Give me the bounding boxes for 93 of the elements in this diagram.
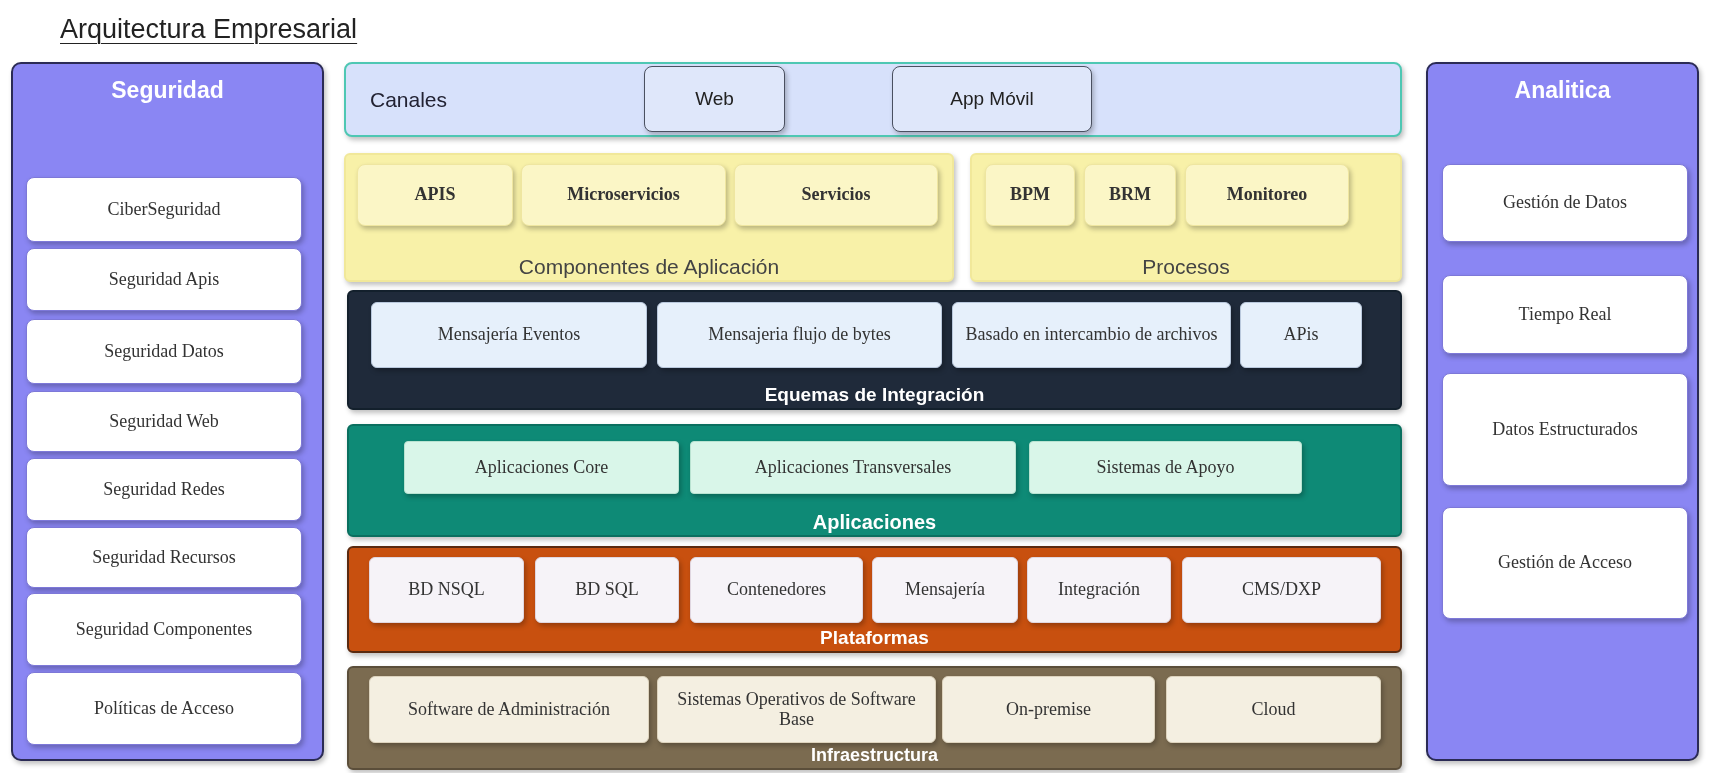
security-item-box (26, 458, 302, 521)
item-label: Aplicaciones Transversales (754, 457, 952, 478)
section-heading: Seguridad (111, 78, 224, 104)
components-band (344, 153, 954, 282)
item-label: Gestión de Datos (1503, 193, 1627, 213)
processes-band (970, 153, 1402, 282)
item-label: Gestión de Acceso (1498, 553, 1632, 573)
process-box (1084, 164, 1176, 226)
item-label: APIS (414, 185, 456, 205)
item-label: CiberSeguridad (107, 199, 221, 220)
section-heading: Aplicaciones (812, 511, 937, 533)
item-label: Seguridad Apis (108, 269, 220, 290)
section-heading: Analitica (1514, 78, 1611, 104)
application-box (1029, 441, 1302, 494)
platform-box (1182, 557, 1381, 623)
integration-band (347, 290, 1402, 410)
security-item-box (26, 319, 302, 384)
platform-box (690, 557, 863, 623)
item-label: Mensajeria flujo de bytes (708, 325, 891, 345)
application-box (690, 441, 1016, 494)
section-heading: Plataformas (820, 628, 929, 649)
platforms-band (347, 546, 1402, 653)
platform-box (1027, 557, 1171, 623)
item-label: Seguridad Componentes (75, 619, 253, 640)
application-box (404, 441, 679, 494)
item-label: Basado en intercambio de archivos (965, 325, 1218, 345)
section-heading: Infraestructura (810, 746, 938, 766)
security-item-box (26, 527, 302, 588)
item-label: Contenedores (727, 580, 826, 600)
item-label: Políticas de Acceso (94, 698, 234, 719)
item-label: Tiempo Real (1518, 304, 1612, 325)
security-item-box (26, 391, 302, 452)
item-label: Mensajería Eventos (437, 325, 581, 345)
analytics-item-box (1442, 275, 1688, 354)
analytics-item-box (1442, 373, 1688, 486)
analytics-panel (1426, 62, 1699, 761)
item-label: Seguridad Web (109, 411, 219, 432)
item-label: BPM (1010, 185, 1050, 205)
infrastructure-box (942, 676, 1155, 743)
integration-box (952, 302, 1231, 368)
integration-box (1240, 302, 1362, 368)
item-label: APis (1283, 325, 1319, 345)
item-label: App Móvil (950, 88, 1034, 110)
item-label: Monitoreo (1226, 185, 1308, 205)
security-panel (11, 62, 324, 761)
item-label: Seguridad Recursos (92, 547, 236, 568)
section-heading: Componentes de Aplicación (518, 254, 780, 278)
item-label: Sistemas Operativos de Software Base (676, 689, 917, 730)
section-heading: Canales (370, 87, 448, 112)
platform-box (535, 557, 679, 623)
item-label: BD NSQL (408, 580, 485, 600)
channel-box (644, 66, 785, 132)
component-box (357, 164, 513, 226)
item-label: Datos Estructurados (1492, 419, 1638, 440)
item-label: BD SQL (575, 580, 639, 600)
item-label: CMS/DXP (1242, 580, 1321, 600)
infrastructure-box (657, 676, 936, 743)
integration-box (371, 302, 647, 368)
channel-box (892, 66, 1092, 132)
channels-band (344, 62, 1402, 137)
component-box (734, 164, 938, 226)
process-box (1185, 164, 1349, 226)
process-box (985, 164, 1075, 226)
item-label: Seguridad Redes (103, 479, 225, 500)
security-item-box (26, 672, 302, 745)
item-label: Software de Administración (408, 699, 610, 720)
item-label: Sistemas de Apoyo (1096, 457, 1235, 478)
security-item-box (26, 593, 302, 666)
integration-box (657, 302, 942, 368)
platform-box (872, 557, 1018, 623)
item-label: Web (695, 88, 734, 110)
item-label: Cloud (1251, 699, 1296, 720)
platform-box (369, 557, 524, 623)
security-item-box (26, 177, 302, 242)
item-label: Mensajería (905, 580, 985, 600)
item-label: Servicios (801, 185, 871, 205)
item-label: Microservicios (567, 185, 680, 205)
applications-band (347, 424, 1402, 537)
item-label: BRM (1109, 185, 1151, 205)
infrastructure-band (347, 666, 1402, 770)
item-label: Aplicaciones Core (474, 457, 609, 478)
analytics-item-box (1442, 164, 1688, 242)
section-heading: Equemas de Integración (764, 385, 985, 406)
item-label: Integración (1058, 580, 1140, 600)
section-heading: Procesos (1142, 254, 1230, 278)
analytics-item-box (1442, 507, 1688, 619)
infrastructure-box (1166, 676, 1381, 743)
infrastructure-box (369, 676, 649, 743)
component-box (521, 164, 726, 226)
security-item-box (26, 248, 302, 311)
diagram-title: Arquitectura Empresarial (60, 14, 358, 45)
item-label: On-premise (1006, 699, 1091, 720)
item-label: Seguridad Datos (104, 341, 224, 362)
